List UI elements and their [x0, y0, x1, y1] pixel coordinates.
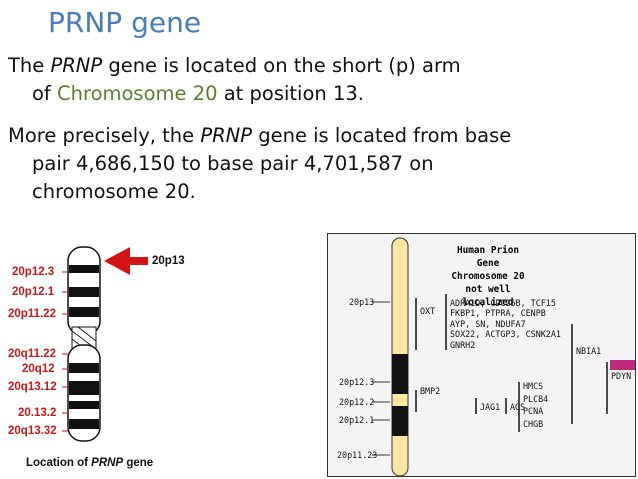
gene-label: JAG1 [480, 402, 501, 412]
location-arrow-icon [104, 247, 148, 275]
chromosome-link[interactable]: Chromosome 20 [57, 82, 218, 105]
gene-label: OXT [420, 306, 436, 316]
chromosome-map-figure: Human Prion Gene Chromosome 20 not well … [327, 233, 636, 477]
band-label: 20p12.1 [12, 286, 55, 298]
gene-label: PDYN [611, 371, 632, 381]
gene-name: PRNP [200, 124, 253, 147]
gene-label: BMP2 [420, 386, 441, 396]
band-label: 20q11.22 [8, 348, 56, 360]
gene-cluster: HMCS PLCB4 PCNA CHGB [523, 381, 549, 429]
arrow-label: 20p13 [152, 255, 185, 267]
band-label: 20p11.23 [337, 450, 378, 460]
chromosome-map [372, 237, 635, 476]
gene-cluster: ADRA1D, CDC25B, TCF15 FKBP1, PTPRA, CENP… [450, 298, 561, 350]
paragraph-precise: More precisely, the PRNP gene is located… [8, 124, 512, 203]
slide-title: PRNP gene [48, 6, 202, 39]
band-label: 20q13.32 [8, 425, 57, 437]
band-label: 20p11.22 [8, 308, 56, 320]
gene-label: NBIA1 [576, 346, 602, 356]
band-label: 20p13 [349, 297, 375, 307]
gene-name: PRNP [50, 54, 103, 77]
band-label: 20p12.3 [339, 377, 375, 387]
chromosome-ideogram-figure: 20p13 20p12.3 20p12.1 20p11.22 20q11.22 … [0, 235, 320, 479]
band-label: 20.13.2 [18, 407, 57, 419]
band-label: 20q13.12 [8, 381, 57, 393]
figure-caption: Location of PRNP gene [26, 457, 154, 469]
figure-title: Human Prion Gene Chromosome 20 not well … [451, 245, 525, 308]
band-label: 20p12.1 [339, 415, 375, 425]
band-label: 20p12.2 [339, 397, 375, 407]
chromosome-ideogram [62, 246, 148, 442]
paragraph-location: The PRNP gene is located on the short (p… [8, 54, 461, 105]
prnp-highlight: PRNP [612, 360, 633, 370]
band-label: 20p12.3 [12, 266, 55, 278]
gene-label: AGS [510, 402, 526, 412]
band-label: 20q12 [22, 363, 55, 375]
